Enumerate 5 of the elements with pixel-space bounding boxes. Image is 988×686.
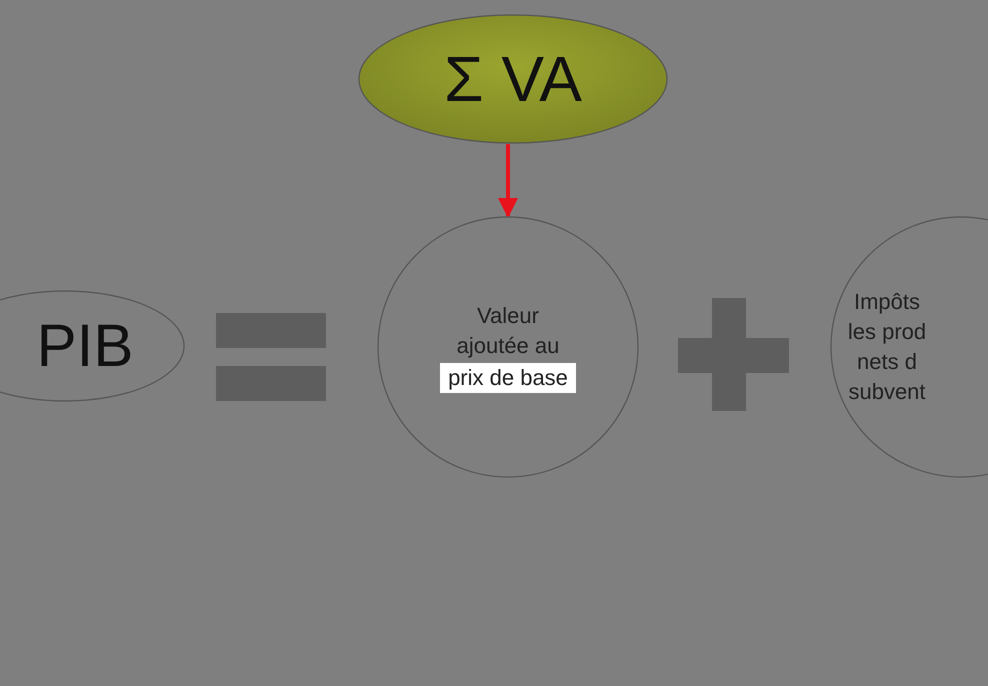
node-text: Σ VA	[444, 47, 582, 111]
highlighted-text: prix de base	[440, 363, 576, 393]
node-text: PIB	[36, 316, 134, 376]
node-text: Impôts les prod nets d subvent	[846, 288, 928, 406]
arrow	[498, 144, 518, 218]
